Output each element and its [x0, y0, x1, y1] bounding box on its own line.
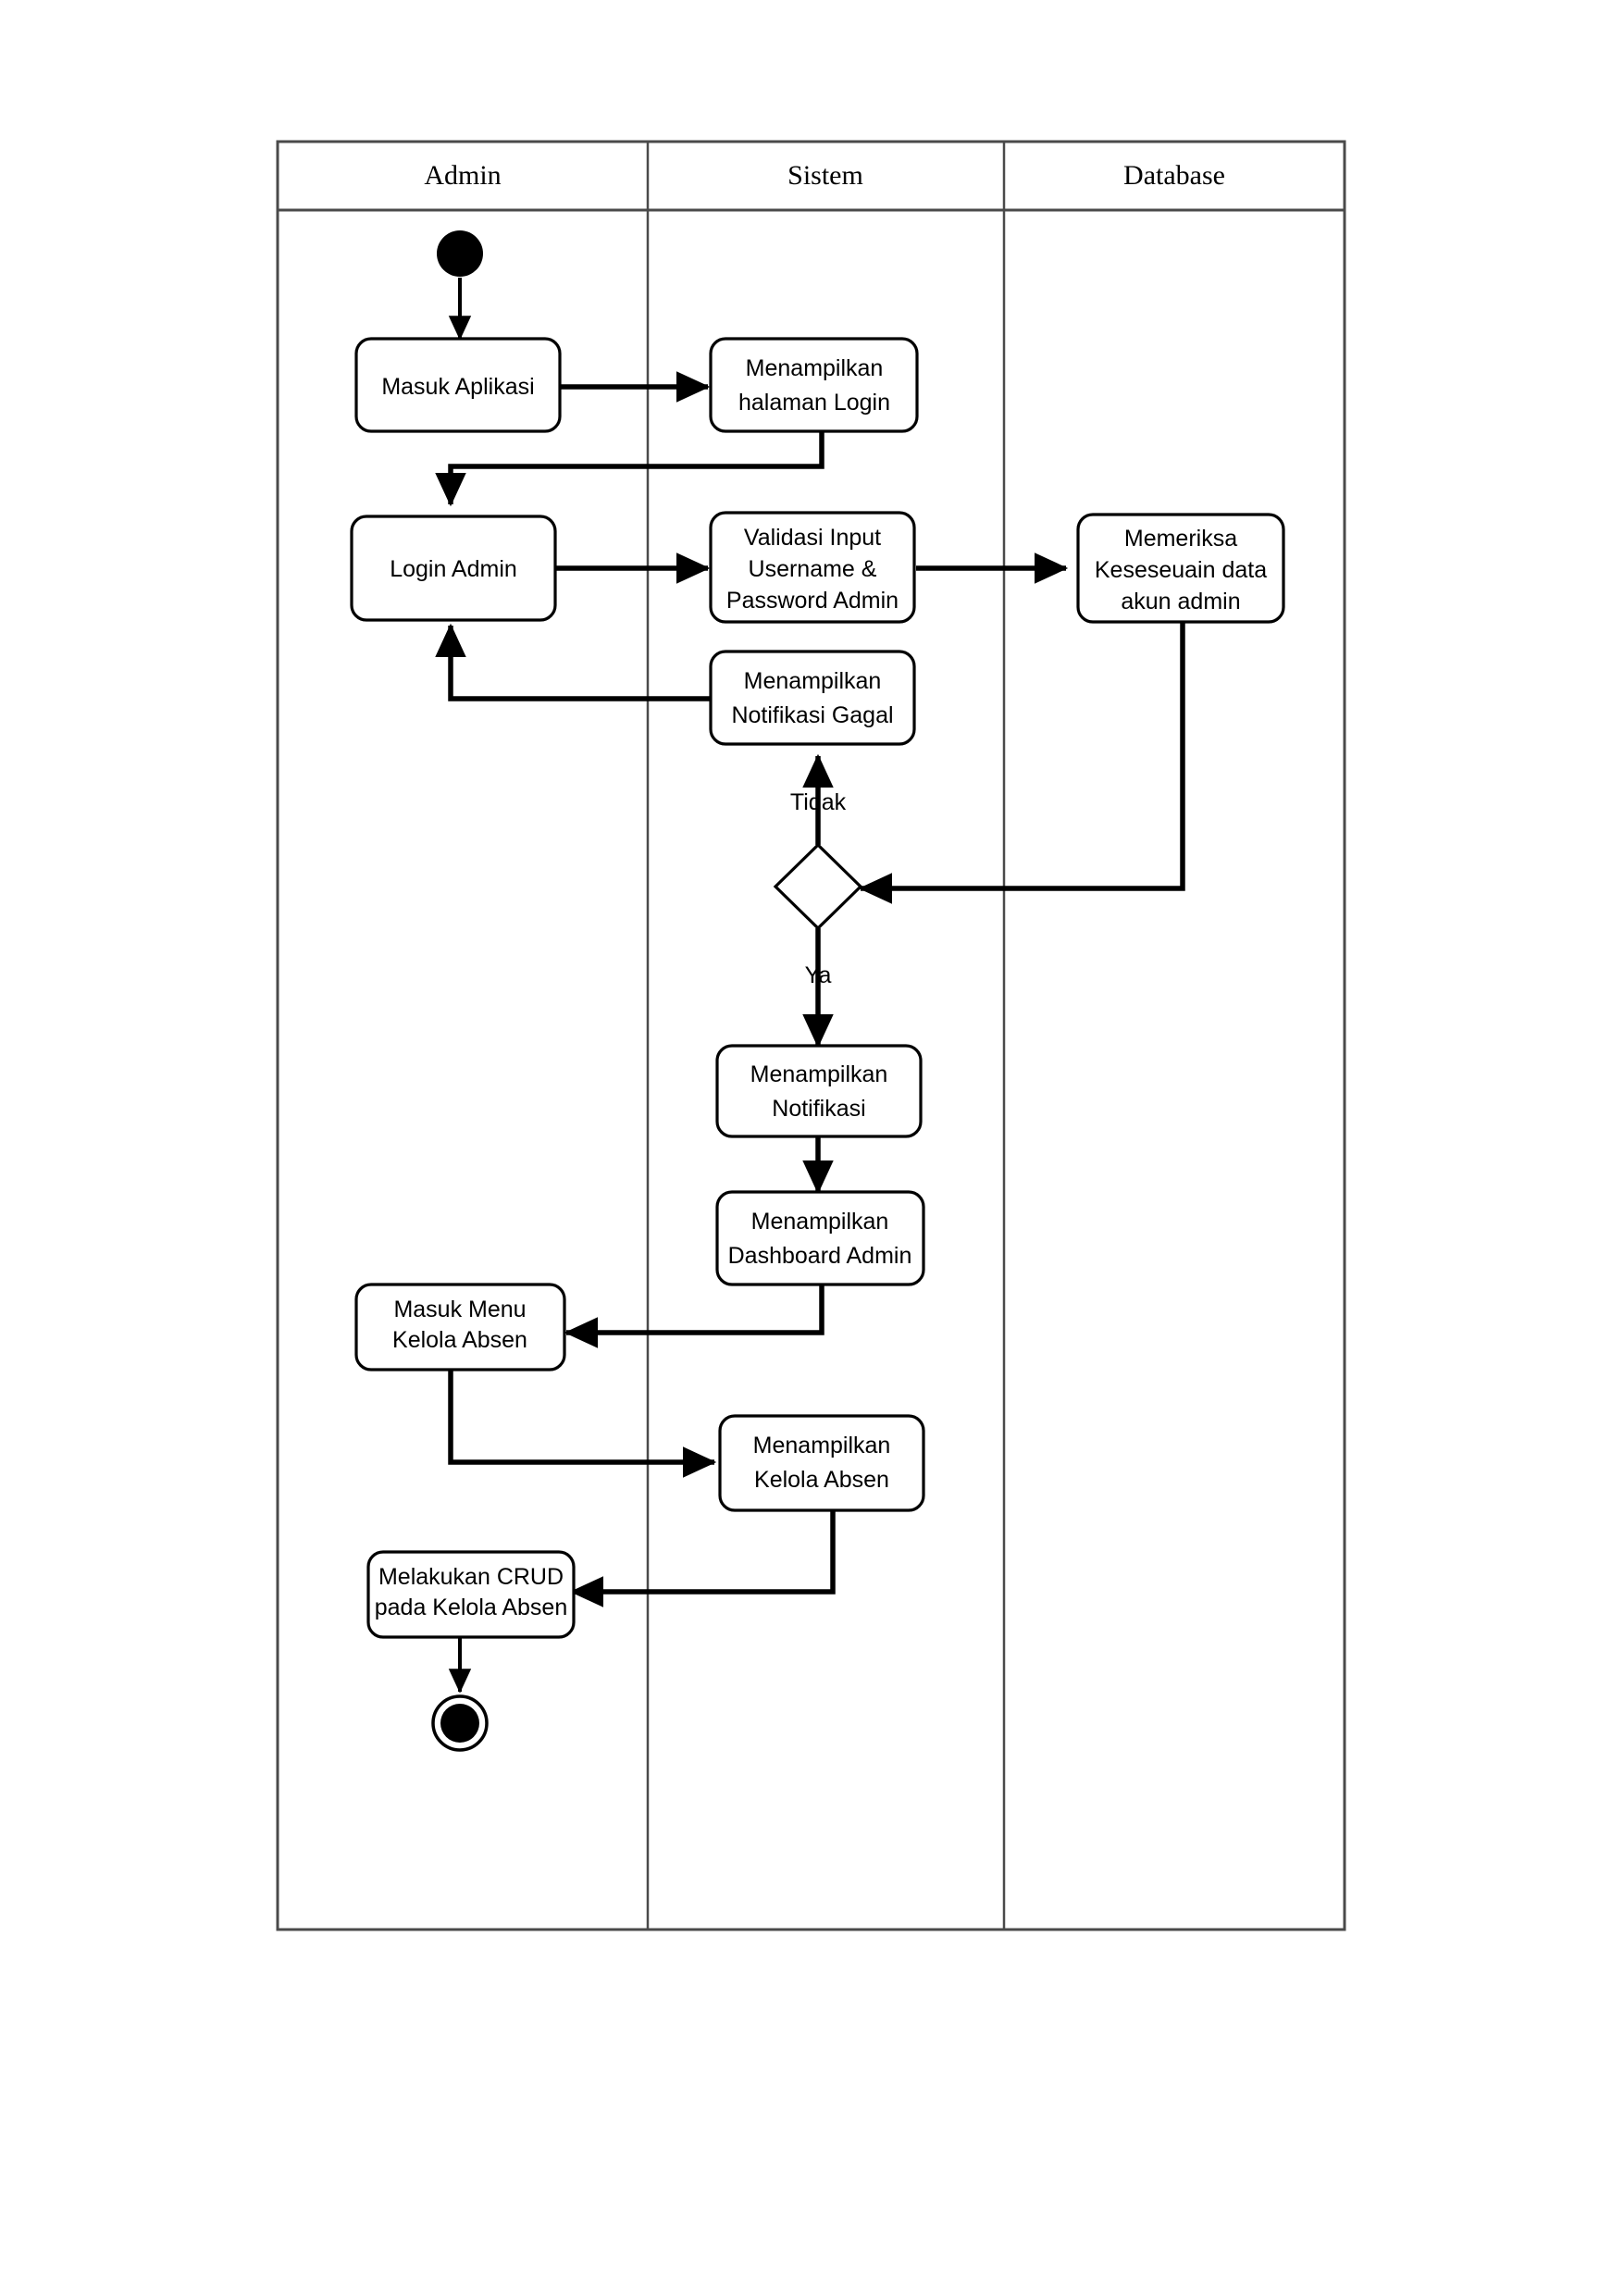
flow-notifikasi-gagal-to-login-admin — [435, 623, 711, 701]
action-crud-kelola-box[interactable] — [366, 1550, 576, 1639]
action-validasi-input[interactable]: Validasi Input Username & Password Admin — [709, 511, 916, 624]
guard-label-ya: Ya — [805, 962, 832, 988]
action-login-admin[interactable]: Login Admin — [350, 515, 557, 622]
action-masuk-menu-kelola-line2: Kelola Absen — [392, 1327, 527, 1353]
flow-dashboard-to-masuk-menu-kelola — [564, 1285, 824, 1348]
lane-title-admin: Admin — [424, 160, 501, 191]
guard-label-tidak: Tidak — [790, 789, 847, 815]
control-flows — [435, 278, 1185, 1694]
action-menampilkan-kelola-box[interactable] — [718, 1414, 925, 1512]
action-dashboard-admin-box[interactable] — [715, 1190, 925, 1286]
action-dashboard-admin-line2: Dashboard Admin — [728, 1243, 912, 1269]
lane-title-sistem: Sistem — [787, 160, 863, 191]
action-notifikasi-gagal-line1: Menampilkan — [744, 668, 882, 694]
flow-halaman-login-to-login-admin — [435, 431, 824, 507]
lane-titles: Admin Sistem Database — [424, 160, 1225, 191]
flow-menampilkan-kelola-to-crud — [569, 1510, 836, 1607]
action-validasi-input-line2: Username & — [749, 556, 877, 582]
action-login-admin-box[interactable] — [350, 515, 557, 622]
action-memeriksa-data-box[interactable] — [1076, 513, 1285, 624]
start-node-circle — [437, 230, 483, 277]
action-dashboard-admin[interactable]: Menampilkan Dashboard Admin — [715, 1190, 925, 1286]
action-masuk-aplikasi-box[interactable] — [354, 337, 562, 433]
flow-memeriksa-data-to-decision — [858, 620, 1185, 904]
action-halaman-login-line2: halaman Login — [738, 390, 890, 416]
action-memeriksa-data[interactable]: Memeriksa Keseseuain data akun admin — [1076, 513, 1285, 624]
final-node — [431, 1694, 489, 1752]
flow-masuk-menu-to-menampilkan-kelola — [448, 1370, 717, 1478]
action-crud-kelola[interactable]: Melakukan CRUD pada Kelola Absen — [366, 1550, 576, 1639]
action-halaman-login-box[interactable] — [709, 337, 919, 433]
decision-diamond[interactable] — [773, 842, 863, 931]
action-memeriksa-data-line1: Memeriksa — [1124, 526, 1237, 552]
guard-labels: Tidak Ya — [790, 789, 847, 988]
action-menampilkan-notifikasi-line1: Menampilkan — [750, 1061, 888, 1087]
action-validasi-input-line3: Password Admin — [726, 588, 899, 614]
action-menampilkan-notifikasi-box[interactable] — [715, 1044, 923, 1138]
action-halaman-login-line1: Menampilkan — [746, 355, 884, 381]
action-halaman-login[interactable]: Menampilkan halaman Login — [709, 337, 919, 433]
action-validasi-input-line1: Validasi Input — [744, 525, 881, 551]
action-menampilkan-notifikasi-line2: Notifikasi — [772, 1096, 865, 1122]
action-menampilkan-notifikasi[interactable]: Menampilkan Notifikasi — [715, 1044, 923, 1138]
action-notifikasi-gagal-box[interactable] — [709, 650, 916, 746]
action-masuk-menu-kelola[interactable]: Masuk Menu Kelola Absen — [354, 1283, 566, 1371]
action-notifikasi-gagal[interactable]: Menampilkan Notifikasi Gagal — [709, 650, 916, 746]
action-crud-kelola-line1: Melakukan CRUD — [378, 1564, 564, 1590]
action-validasi-input-box[interactable] — [709, 511, 916, 624]
action-menampilkan-kelola[interactable]: Menampilkan Kelola Absen — [718, 1414, 925, 1512]
action-notifikasi-gagal-line2: Notifikasi Gagal — [731, 702, 893, 728]
action-dashboard-admin-line1: Menampilkan — [751, 1209, 889, 1235]
action-masuk-aplikasi[interactable]: Masuk Aplikasi — [354, 337, 562, 433]
action-memeriksa-data-line2: Keseseuain data — [1095, 557, 1267, 583]
initial-node — [437, 230, 483, 277]
action-crud-kelola-line2: pada Kelola Absen — [375, 1595, 568, 1620]
action-menampilkan-kelola-line2: Kelola Absen — [754, 1467, 889, 1493]
action-masuk-menu-kelola-box[interactable] — [354, 1283, 566, 1371]
diagram-outer-frame — [276, 140, 1346, 1931]
lane-title-database: Database — [1123, 160, 1225, 191]
decision-node[interactable] — [773, 842, 863, 931]
action-menampilkan-kelola-line1: Menampilkan — [753, 1433, 891, 1458]
swimlane-frame — [276, 140, 1346, 1931]
end-node-inner-disc — [440, 1704, 479, 1743]
action-masuk-menu-kelola-line1: Masuk Menu — [393, 1297, 526, 1322]
action-memeriksa-data-line3: akun admin — [1121, 589, 1240, 614]
action-login-admin-label: Login Admin — [390, 556, 517, 582]
action-masuk-aplikasi-label: Masuk Aplikasi — [381, 374, 534, 400]
